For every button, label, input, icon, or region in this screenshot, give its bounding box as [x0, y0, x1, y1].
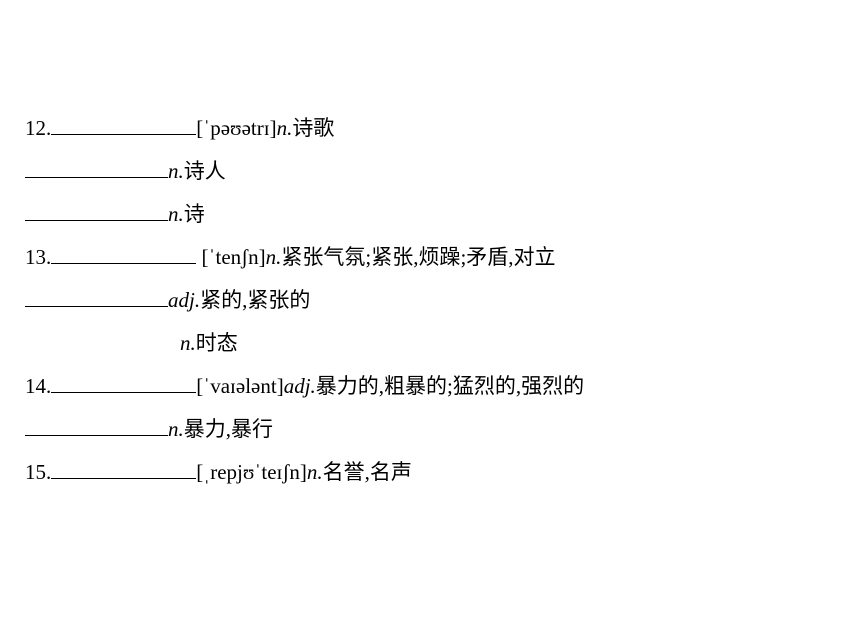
item-number: 15. — [25, 460, 52, 484]
phonetic: [ˌrepjʊˈteɪʃn] — [196, 460, 307, 484]
answer-blank[interactable] — [25, 202, 168, 221]
item-number: 12. — [25, 116, 52, 140]
entry-12: 12. [ˈpəʊətrɪ]n.诗歌 — [25, 113, 334, 143]
answer-blank[interactable] — [51, 460, 197, 479]
item-number: 13. — [25, 245, 52, 269]
meaning: 暴力的,粗暴的;猛烈的,强烈的 — [315, 374, 585, 398]
entry-12-derivative-2: n.诗 — [25, 199, 205, 229]
part-of-speech: n. — [168, 202, 184, 226]
meaning: 时态 — [195, 331, 238, 355]
answer-blank[interactable] — [25, 417, 168, 436]
answer-blank[interactable] — [51, 374, 197, 393]
meaning: 紧张气氛;紧张,烦躁;矛盾,对立 — [281, 245, 556, 269]
phonetic: [ˈpəʊətrɪ] — [196, 116, 277, 140]
entry-14: 14. [ˈvaɪələnt]adj.暴力的,粗暴的;猛烈的,强烈的 — [25, 371, 584, 401]
entry-14-derivative-1: n.暴力,暴行 — [25, 414, 273, 444]
meaning: 暴力,暴行 — [183, 417, 273, 441]
entry-15: 15. [ˌrepjʊˈteɪʃn]n.名誉,名声 — [25, 457, 412, 487]
part-of-speech: n. — [306, 460, 323, 484]
meaning: 名誉,名声 — [322, 460, 412, 484]
meaning: 诗 — [183, 202, 205, 226]
part-of-speech: n. — [168, 159, 184, 183]
part-of-speech: n. — [265, 245, 282, 269]
part-of-speech: adj. — [283, 374, 316, 398]
part-of-speech: n. — [180, 331, 196, 355]
part-of-speech: adj. — [168, 288, 201, 312]
answer-blank[interactable] — [25, 159, 168, 178]
item-number: 14. — [25, 374, 52, 398]
entry-13-derivative-1: adj.紧的,紧张的 — [25, 285, 310, 315]
entry-12-derivative-1: n.诗人 — [25, 156, 226, 186]
answer-blank[interactable] — [25, 288, 168, 307]
part-of-speech: n. — [168, 417, 184, 441]
entry-13-tense-meaning: n.时态 — [180, 328, 238, 358]
answer-blank[interactable] — [51, 116, 197, 135]
meaning: 紧的,紧张的 — [200, 288, 311, 312]
answer-blank[interactable] — [51, 245, 197, 264]
part-of-speech: n. — [276, 116, 293, 140]
phonetic: [ˈtenʃn] — [196, 245, 266, 269]
entry-13: 13. [ˈtenʃn]n.紧张气氛;紧张,烦躁;矛盾,对立 — [25, 242, 556, 272]
meaning: 诗歌 — [292, 116, 335, 140]
phonetic: [ˈvaɪələnt] — [196, 374, 284, 398]
meaning: 诗人 — [183, 159, 226, 183]
